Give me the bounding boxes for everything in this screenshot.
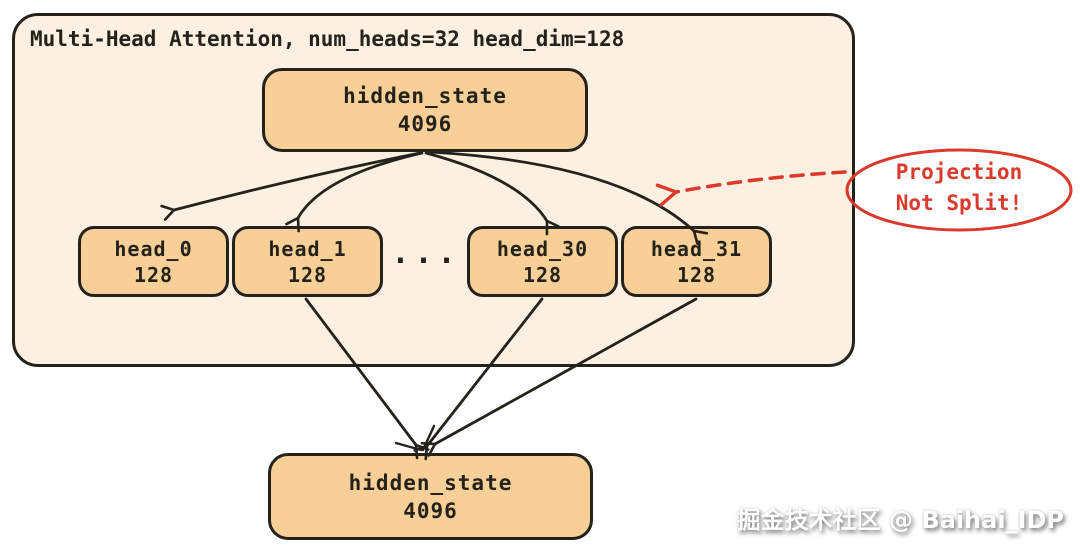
ellipsis-dots: ... (391, 235, 461, 271)
arrowhead-extra-barb (394, 424, 436, 452)
head-30-dim: 128 (522, 262, 563, 287)
head-1-dim: 128 (287, 262, 328, 287)
diagram-title: Multi-Head Attention, num_heads=32 head_… (30, 27, 625, 51)
head-31-label: head_31 (650, 236, 743, 261)
hidden-state-bottom-label: hidden_state (348, 470, 513, 495)
watermark: 掘金技术社区 @ Baihai_IDP (736, 506, 1064, 534)
head-0-label: head_0 (114, 236, 193, 261)
head-1-box: head_1 128 (232, 226, 383, 297)
hidden-state-top-label: hidden_state (343, 84, 507, 108)
head-30-label: head_30 (496, 236, 589, 261)
head-0-box: head_0 128 (78, 226, 229, 297)
hidden-state-bottom-box: hidden_state 4096 (268, 453, 593, 540)
hidden-state-top-box: hidden_state 4096 (262, 68, 588, 152)
projection-annotation-line2: Not Split! (895, 191, 1023, 215)
projection-annotation-text: Projection Not Split! (857, 157, 1061, 219)
projection-annotation-line1: Projection (895, 160, 1023, 184)
hidden-state-bottom-dim: 4096 (403, 498, 458, 523)
head-31-box: head_31 128 (621, 226, 772, 297)
head-30-box: head_30 128 (467, 226, 618, 297)
head-31-dim: 128 (676, 262, 717, 287)
head-1-label: head_1 (268, 236, 347, 261)
head-0-dim: 128 (133, 262, 174, 287)
mha-container (12, 13, 855, 367)
hidden-state-top-dim: 4096 (397, 112, 453, 136)
